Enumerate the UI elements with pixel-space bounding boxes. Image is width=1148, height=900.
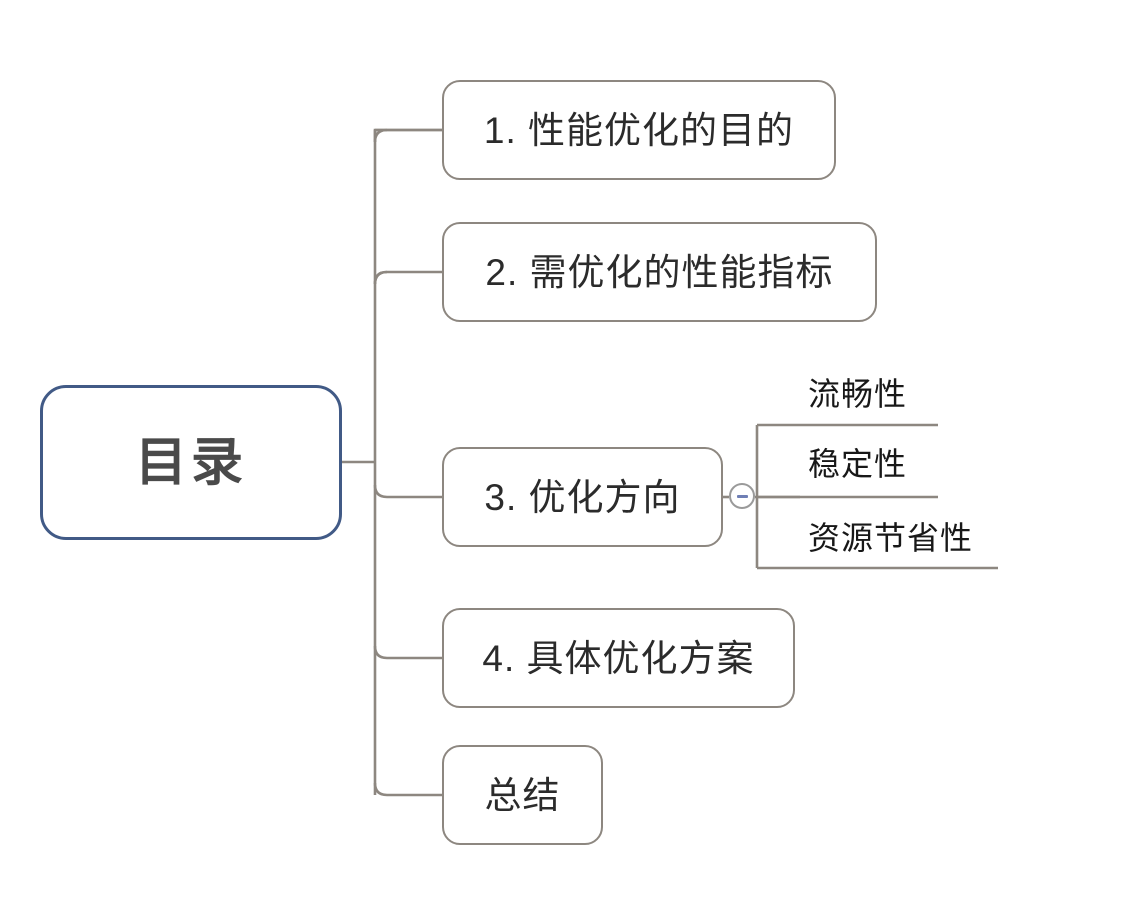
collapse-toggle-branch-3[interactable] bbox=[729, 483, 755, 509]
connector-elbow-5 bbox=[373, 782, 442, 797]
branch-node-2[interactable]: 2. 需优化的性能指标 bbox=[442, 222, 877, 322]
root-node[interactable]: 目录 bbox=[40, 385, 342, 540]
branch-node-5[interactable]: 总结 bbox=[442, 745, 603, 845]
connector-elbow-4 bbox=[373, 645, 442, 660]
root-node-label: 目录 bbox=[134, 433, 247, 492]
branch-node-2-label: 2. 需优化的性能指标 bbox=[485, 251, 834, 293]
branch-node-4[interactable]: 4. 具体优化方案 bbox=[442, 608, 795, 708]
connector-corner-2 bbox=[373, 270, 388, 285]
leaf-node-1[interactable]: 流畅性 bbox=[808, 376, 908, 412]
connector-corner-1 bbox=[373, 128, 388, 143]
connector-elbow-1 bbox=[373, 128, 442, 142]
leaf-node-3[interactable]: 资源节省性 bbox=[808, 520, 974, 556]
connector-elbow-3 bbox=[373, 484, 442, 499]
minus-icon bbox=[736, 494, 748, 498]
branch-node-4-label: 4. 具体优化方案 bbox=[482, 637, 755, 679]
branch-node-3-label: 3. 优化方向 bbox=[484, 476, 681, 518]
leaf-node-2[interactable]: 稳定性 bbox=[808, 446, 908, 482]
branch-node-1[interactable]: 1. 性能优化的目的 bbox=[442, 80, 836, 180]
connector-elbow-2 bbox=[373, 270, 442, 285]
branch-node-1-label: 1. 性能优化的目的 bbox=[483, 109, 795, 151]
branch-node-5-label: 总结 bbox=[484, 774, 561, 816]
branch-node-3[interactable]: 3. 优化方向 bbox=[442, 447, 723, 547]
